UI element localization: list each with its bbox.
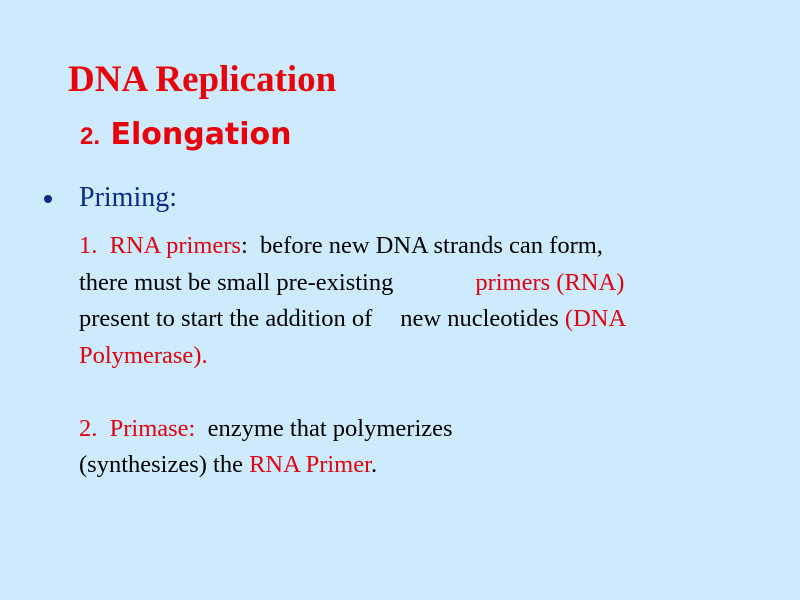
item-2-line-2: (synthesizes) the RNA Primer. [79,447,779,484]
item-2-text: (synthesizes) the [79,451,243,478]
item-2-line-1: 2. Primase: enzyme that polymerizes [79,411,779,448]
item-1-term: RNA primers [109,232,241,259]
item-1-line-2: there must be small pre-existing primers … [79,265,779,302]
item-1-text: before new DNA strands can form, [260,232,603,259]
bullet-dot-icon [44,195,52,203]
item-1-colon: : [240,232,248,259]
item-1-line-1: 1. RNA primers: before new DNA strands c… [79,228,779,265]
bullet-label: Priming: [79,182,178,213]
body-text: 1. RNA primers: before new DNA strands c… [79,228,779,484]
item-1-line-4: Polymerase). [79,338,779,375]
slide-title: DNA Replication [68,59,337,100]
blank-line [79,374,779,411]
item-1-text: there must be small pre-existing [79,268,394,296]
item-1-number: 1. [79,232,98,259]
item-2-text: . [370,451,378,478]
item-1-line-3: present to start the addition of new nucl… [79,301,779,338]
item-2-number: 2. [79,414,98,442]
item-1-highlight: Polymerase). [79,341,208,369]
item-1-text: new nucleotides [400,305,559,332]
subtitle-number: 2. [80,123,101,150]
item-2-text: enzyme that polymerizes [207,414,453,442]
item-2-highlight: RNA Primer [249,451,371,478]
item-1-text: present to start the addition of [79,305,373,332]
slide-subtitle: 2. Elongation [80,117,292,152]
subtitle-text: Elongation [110,117,292,152]
item-1-highlight: (DNA [564,305,627,332]
item-1-highlight: primers (RNA) [475,268,625,296]
item-2-term: Primase: [109,414,196,442]
